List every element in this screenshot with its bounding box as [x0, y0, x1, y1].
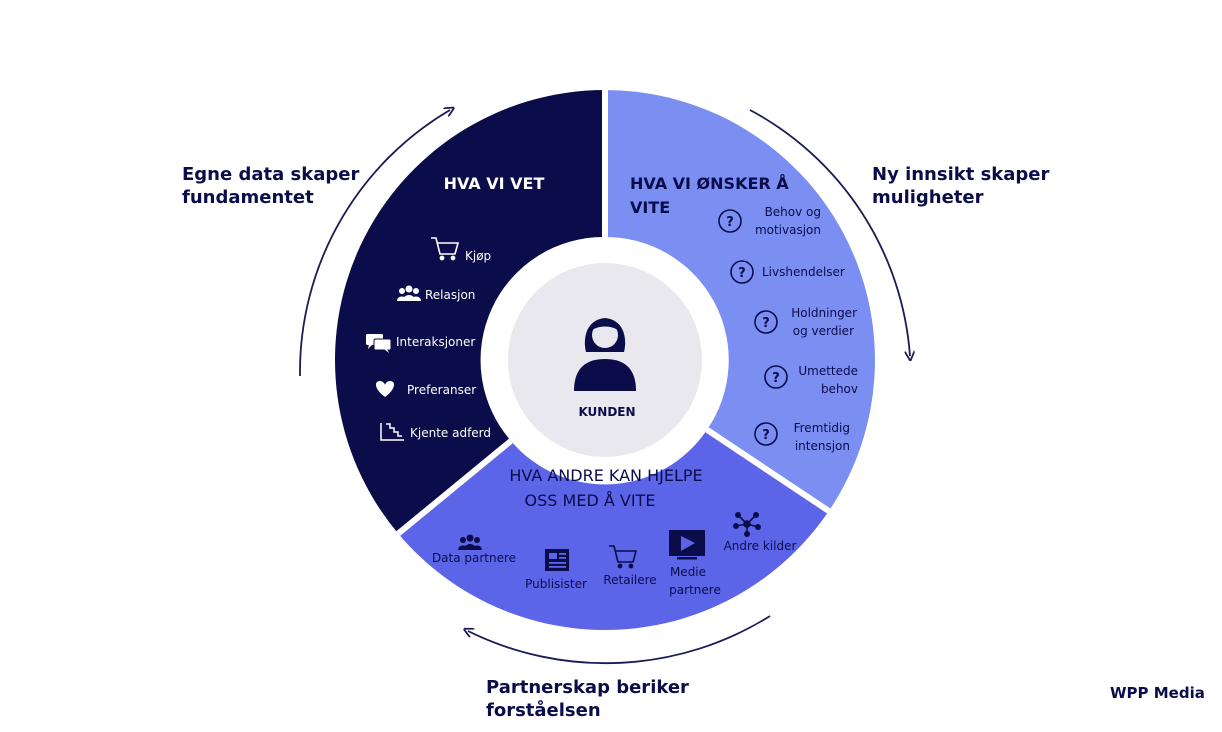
known-item-label: Kjøp: [465, 249, 491, 263]
stairs-icon: [380, 423, 404, 441]
segment-want-title-line1: HVA VI ØNSKER Å: [630, 174, 789, 193]
chat-icon: [366, 334, 392, 353]
question-icon: ?: [730, 260, 754, 284]
partner-item-line1: Retailere: [603, 573, 656, 587]
known-item-label: Interaksjoner: [396, 335, 475, 349]
segment-partners: [398, 429, 829, 630]
want-item-line1: Behov og: [765, 205, 821, 219]
svg-text:?: ?: [772, 371, 780, 386]
want-item-line1: Livshendelser: [762, 265, 845, 279]
partner-item-line1: Publisister: [525, 577, 587, 591]
known-item-label: Kjente adferd: [410, 426, 491, 440]
segment-known: [334, 90, 605, 534]
svg-text:?: ?: [762, 428, 770, 443]
people-icon: [397, 285, 421, 301]
partner-item-line1: Medie: [670, 565, 706, 579]
cycle-arrow-bottom: [468, 615, 771, 665]
segment-partners-title-line2: OSS MED Å VITE: [525, 491, 656, 510]
want-item-line2: motivasjon: [755, 223, 821, 237]
heart-icon: [375, 381, 395, 397]
svg-text:?: ?: [762, 316, 770, 331]
question-icon: ?: [718, 209, 742, 233]
want-item-line1: Umettede: [798, 364, 858, 378]
question-icon: ?: [754, 310, 778, 334]
want-item-line1: Holdninger: [791, 306, 857, 320]
cart-icon: [609, 545, 638, 569]
cart-icon: [431, 237, 460, 261]
network-icon: [732, 511, 761, 537]
cycle-arrow-right: [749, 109, 910, 356]
want-item-line2: og verdier: [793, 324, 854, 338]
cycle-arrow-left: [299, 110, 450, 377]
svg-text:?: ?: [738, 266, 746, 281]
partner-item-line1: Data partnere: [432, 551, 516, 565]
segment-want: [605, 90, 875, 511]
segment-want-title-line2: VITE: [630, 198, 670, 217]
question-icon: ?: [754, 422, 778, 446]
play-screen-icon: [669, 530, 705, 560]
person-icon: [574, 318, 636, 391]
outer-label-bottom: Partnerskap beriker forståelsen: [486, 677, 689, 721]
partner-item-line1: Andre kilder: [724, 539, 797, 553]
partner-item-line2: partnere: [669, 583, 721, 597]
segment-partners-title-line1: HVA ANDRE KAN HJELPE: [509, 466, 702, 485]
people-icon: [458, 534, 482, 550]
segment-known-title: HVA VI VET: [444, 174, 545, 193]
question-icon: ?: [764, 365, 788, 389]
want-item-line1: Fremtidig: [794, 421, 850, 435]
newspaper-icon: [545, 549, 569, 571]
outer-label-top-left: Egne data skaper fundamentet: [182, 164, 360, 208]
brand-logo: WPP Media: [1110, 684, 1205, 702]
known-item-label: Relasjon: [425, 288, 475, 302]
center-label: KUNDEN: [578, 405, 635, 419]
want-item-line2: intensjon: [795, 439, 850, 453]
want-item-line2: behov: [821, 382, 858, 396]
svg-text:?: ?: [726, 215, 734, 230]
outer-label-top-right: Ny innsikt skaper muligheter: [872, 164, 1050, 208]
known-item-label: Preferanser: [407, 383, 476, 397]
